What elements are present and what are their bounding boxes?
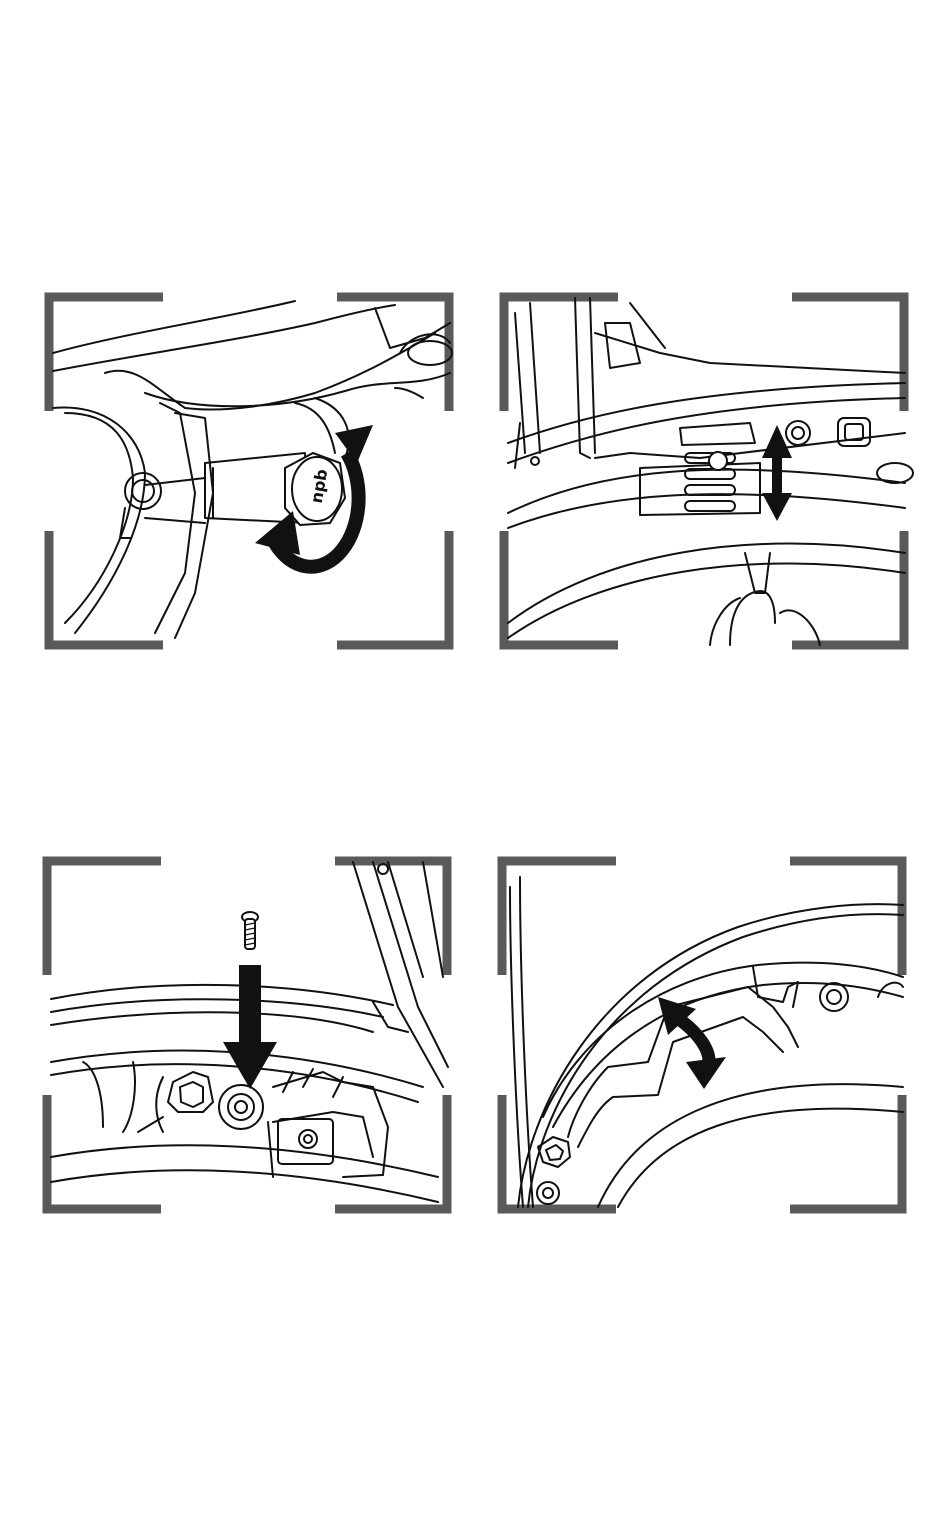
helmet-interior-drawing [508,298,913,645]
illustration-step-1: npb [45,293,453,649]
panel-step-4 [498,857,906,1213]
curved-double-arrow-icon [658,997,726,1089]
adjustment-knob-icon: npb [285,453,345,525]
illustration-step-4 [498,857,906,1213]
panel-step-1: npb [45,293,453,649]
illustration-step-2 [500,293,908,649]
illustration-step-3 [43,857,451,1213]
panel-step-2 [500,293,908,649]
screw-icon [242,912,258,949]
helmet-shell-drawing [53,301,452,638]
panel-frame [49,297,449,645]
panel-step-3 [43,857,451,1213]
